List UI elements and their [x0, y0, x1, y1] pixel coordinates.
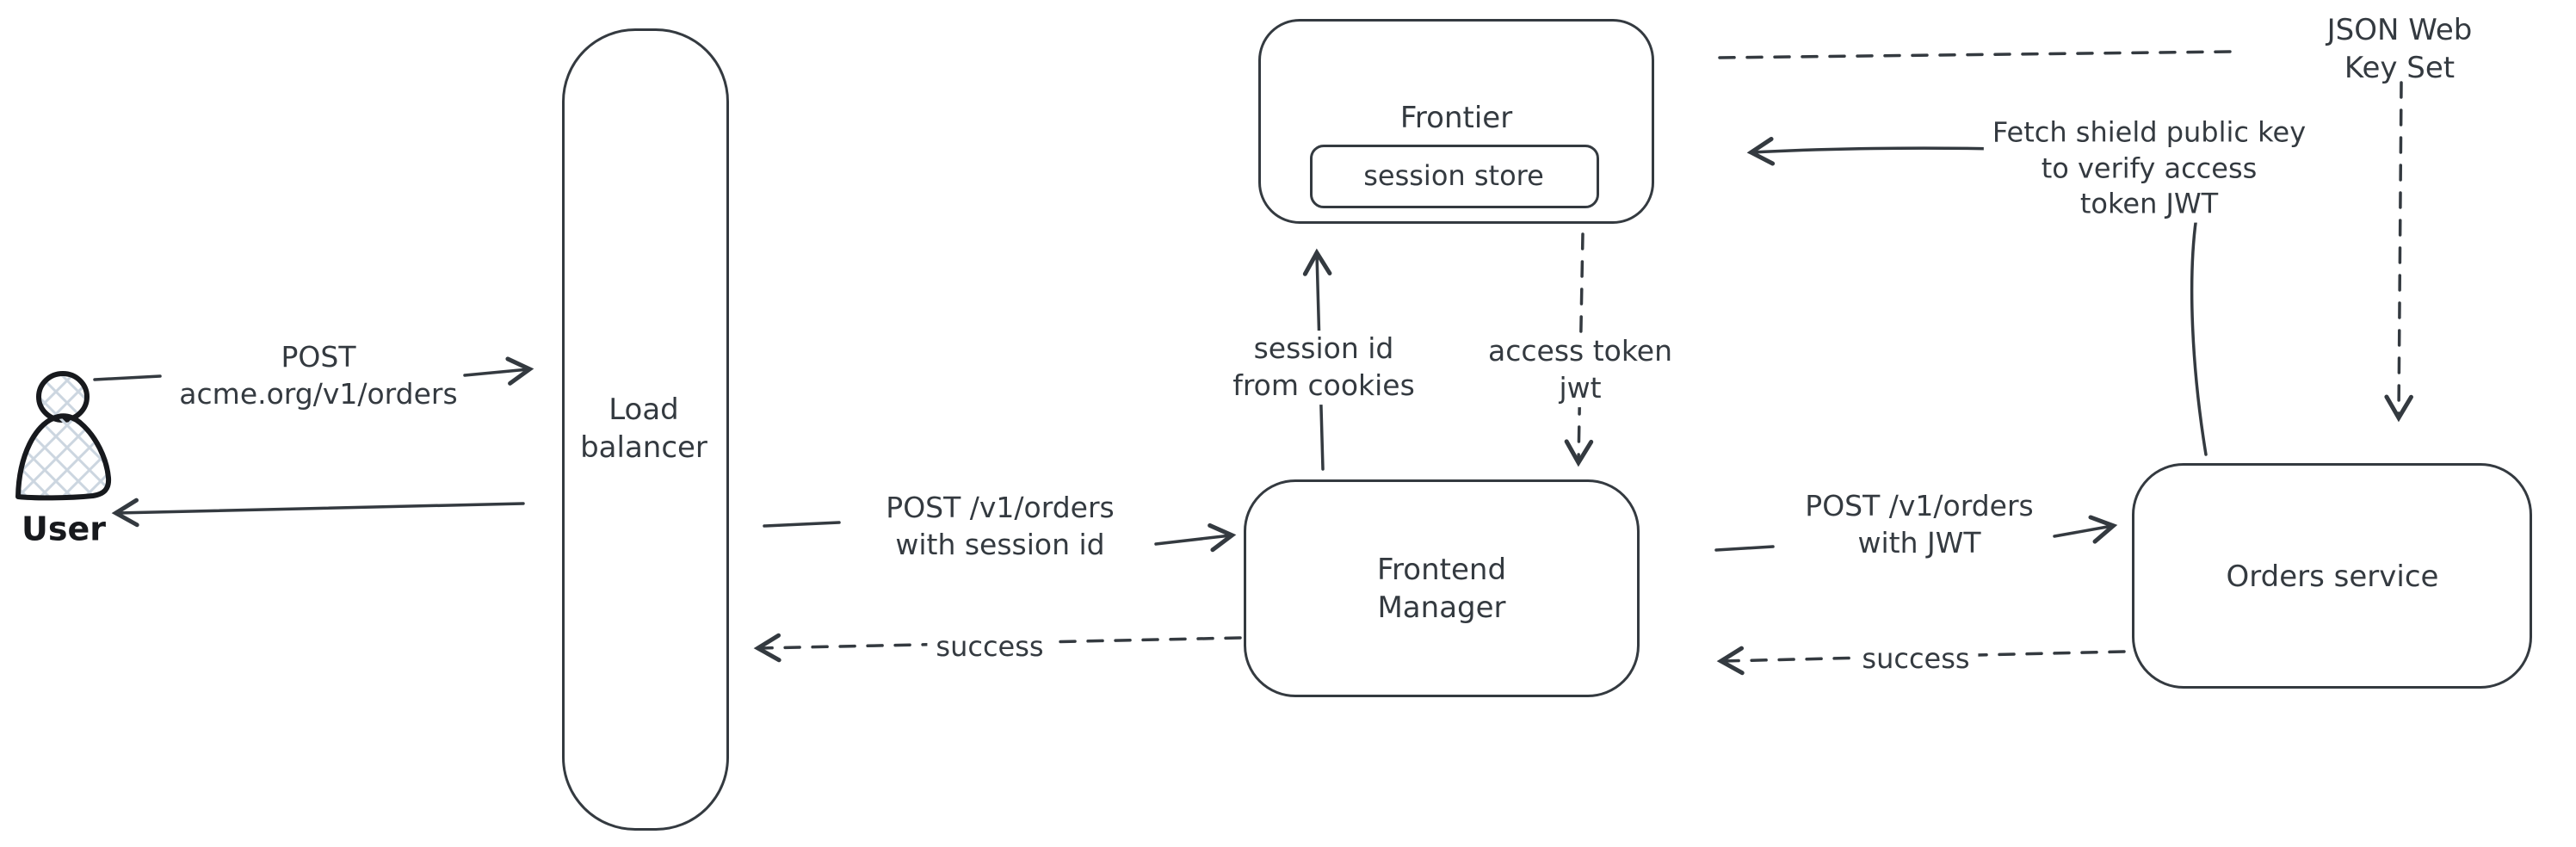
edge-fm-to-orders-line-start [1714, 545, 1775, 552]
frontier-node [1258, 19, 1654, 224]
edge-user-to-lb-line-end [463, 356, 534, 386]
edge-fm-to-frontier-line [1302, 248, 1332, 471]
edge-orders-to-frontier-line [1746, 137, 2208, 456]
session-store-node [1310, 145, 1599, 208]
edge-frontier-to-jwks-line [1718, 50, 2233, 59]
edge-jwks-to-orders-line [2384, 81, 2413, 423]
load-balancer-node [562, 28, 729, 831]
edge-user-to-lb-line-start [93, 374, 162, 381]
edge-lb-to-fm-line-end [1154, 522, 1237, 553]
orders-service-node [2132, 463, 2532, 689]
edge-lb-to-user-line [111, 498, 525, 528]
frontend-manager-node [1244, 479, 1640, 697]
user-person-icon [15, 371, 112, 501]
edge-lb-to-fm-line-start [763, 521, 841, 528]
edge-orders-to-fm-success-line [1716, 646, 2126, 676]
edge-frontier-to-fm-line [1564, 232, 1594, 467]
edge-fm-to-orders-line-end [2053, 515, 2118, 544]
edge-fm-to-lb-success-line [753, 633, 1242, 663]
